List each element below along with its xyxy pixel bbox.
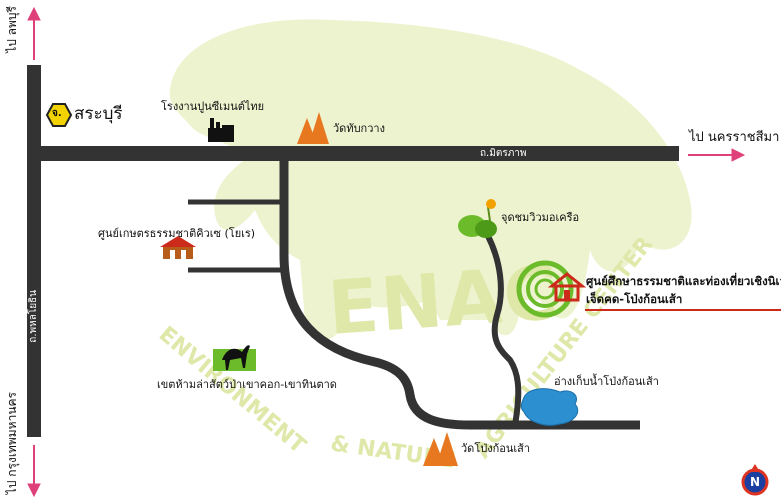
road-mittraphap	[27, 146, 679, 161]
label-center-line2: เจ็ดคด-โป่งก้อนเส้า	[586, 292, 683, 306]
road-winding	[279, 160, 640, 430]
label-korat: ไป นครราชสีมา	[689, 130, 780, 145]
temple-icon-thap-kwang	[297, 112, 329, 144]
compass-letter: N	[750, 475, 761, 489]
road-label-mittraphap: ถ.มิตรภาพ	[480, 148, 527, 159]
label-wat-pong: วัดโป่งก้อนเส้า	[461, 442, 531, 455]
label-wat-thap-kwang: วัดทับกวาง	[333, 122, 385, 135]
arrow-korat	[688, 148, 746, 162]
elephant-watermark	[169, 19, 692, 341]
label-viewpoint: จุดชมวิวมอเครือ	[501, 211, 580, 224]
road-phahonyothin	[27, 65, 41, 437]
label-wildlife: เขตห้ามล่าสัตว์ป่าเขาคอก-เขาทินตาด	[157, 378, 337, 391]
road-label-phahonyothin: ถ.พหลโยธิน	[28, 290, 39, 343]
arrow-lopburi	[27, 6, 41, 60]
temple-icon-pong	[423, 432, 458, 466]
wildlife-icon	[213, 345, 256, 371]
center-logo-icon	[516, 260, 574, 318]
arrow-bangkok	[27, 445, 41, 498]
reservoir-icon	[520, 388, 579, 426]
factory-icon	[208, 118, 234, 142]
province-badge-icon	[45, 103, 73, 127]
province-name: สระบุรี	[74, 104, 123, 124]
road-branch-viewpoint	[485, 234, 522, 426]
label-bangkok: ไป กรุงเทพมหานคร	[5, 392, 19, 495]
viewpoint-icon	[458, 199, 497, 238]
label-cement-plant: โรงงานปูนซีเมนต์ไทย	[161, 100, 265, 113]
agri-house-icon	[160, 236, 196, 259]
label-reservoir: อ่างเก็บน้ำโป่งก้อนเส้า	[554, 375, 659, 388]
compass-icon	[741, 464, 769, 496]
label-agri-center: ศูนย์เกษตรธรรมชาติคิวเซ (โยเร)	[98, 227, 256, 240]
label-lopburi: ไป ลพบุรี	[5, 6, 19, 53]
center-house-icon	[547, 272, 587, 302]
label-center-line1: ศูนย์ศึกษาธรรมชาติและท่องเที่ยวเชิงนิเวศ	[586, 274, 781, 288]
province-badge-letter: จ.	[52, 108, 62, 119]
